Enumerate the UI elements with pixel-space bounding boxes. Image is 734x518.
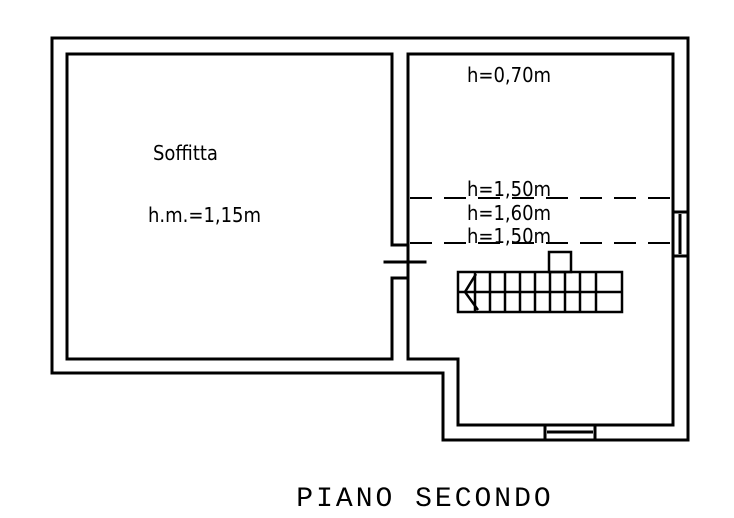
height-label: h=1,50m [467,177,551,201]
window-right [671,210,690,258]
height-label: h=1,50m [467,224,551,248]
outer-wall [50,36,690,442]
soffitta-room-wall [65,52,394,361]
right-room-wall [406,52,675,427]
height-label: h=1,60m [467,201,551,225]
room-height: h.m.=1,15m [148,203,261,227]
stair-direction-arrow-icon [463,273,480,311]
staircase [456,250,624,314]
room-name: Soffitta [153,141,218,165]
height-label: h=0,70m [467,63,551,87]
door-jamb [390,243,410,280]
window-bottom [543,423,597,442]
plan-title: PIANO SECONDO [296,484,553,515]
